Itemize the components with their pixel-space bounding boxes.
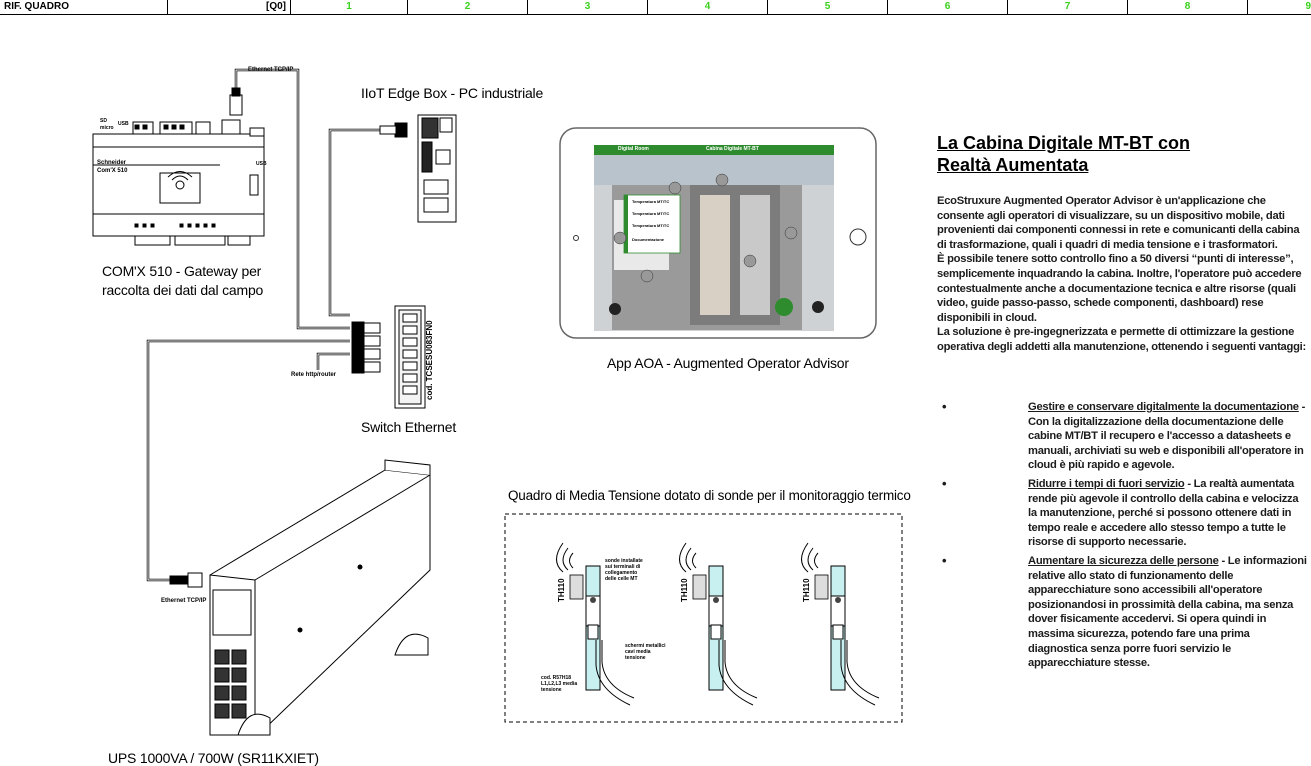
label-probe-tag-3: TH110: [802, 578, 811, 602]
advantages-list: • Gestire e conservare digitalmente la d…: [937, 399, 1309, 675]
bullet-body: - La realtà aumentata rende più agevole …: [1028, 477, 1299, 549]
header-ref: [Q0]: [168, 0, 291, 14]
label-comx-sd: SD: [100, 118, 107, 124]
caption-ups: UPS 1000VA / 700W (SR11KXIET): [108, 750, 319, 766]
bullet-body: - Con la digitalizzazione della document…: [1028, 401, 1306, 472]
title-block-header: RIF. QUADRO [Q0] 1 2 3 4 5 6 7 8 9: [0, 0, 1311, 15]
label-comx-usb: USB: [118, 121, 129, 127]
label-probe-tag-2: TH110: [680, 578, 689, 602]
bullet-heading: Ridurre i tempi di fuori servizio: [1028, 477, 1185, 490]
bullet-heading: Aumentare la sicurezza delle persone: [1028, 554, 1219, 567]
bullet-dot: •: [942, 552, 947, 568]
header-col-4: 4: [648, 0, 768, 14]
label-comx-model: Com'X 510: [97, 168, 128, 174]
tablet-drawing: [559, 127, 877, 339]
mv-panel-drawing: [504, 513, 903, 723]
tablet-menu-item-3[interactable]: Temperatura MT/TC: [632, 223, 670, 228]
caption-comx-2: raccolta dei dati dal campo: [102, 282, 264, 298]
tablet-bar-title: Cabina Digitale MT-BT: [706, 146, 759, 152]
bullet-dot: •: [942, 475, 947, 491]
header-col-9: 9: [1305, 1, 1311, 12]
header-col-2: 2: [408, 0, 528, 14]
tablet-bar-sub: Digital Room: [618, 146, 649, 152]
header-col-7: 7: [1008, 0, 1128, 14]
caption-app: App AOA - Augmented Operator Advisor: [607, 355, 849, 371]
header-col-1: 1: [291, 0, 408, 14]
bullet-heading: Gestire e conservare digitalmente la doc…: [1028, 401, 1299, 413]
header-col-5: 5: [768, 0, 888, 14]
label-ethernet-top: Ethernet TCP/IP: [248, 67, 294, 73]
header-label: RIF. QUADRO: [0, 0, 168, 14]
paragraph-1: EcoStruxure Augmented Operator Advisor è…: [937, 195, 1300, 251]
header-col-6: 6: [888, 0, 1008, 14]
bullet-dot: •: [942, 399, 947, 414]
header-col-8: 8: [1128, 0, 1248, 14]
label-probe-note3: schermi metallici cavi media tensione: [625, 643, 666, 661]
list-item: • Gestire e conservare digitalmente la d…: [937, 399, 1309, 473]
label-comx-usb2: USB: [256, 161, 267, 167]
label-rete: Rete http/router: [291, 372, 336, 378]
bullet-body: - Le informazioni relative allo stato di…: [1028, 554, 1307, 670]
header-col-3: 3: [528, 0, 648, 14]
network-diagram: [92, 68, 903, 736]
caption-switch: Switch Ethernet: [361, 419, 457, 435]
label-probe-note1: sonde installate sui terminali di colleg…: [605, 558, 643, 582]
tablet-menu-item-4[interactable]: Documentazione: [632, 237, 665, 242]
list-item: • Aumentare la sicurezza delle persone -…: [937, 552, 1309, 671]
caption-mv: Quadro di Media Tensione dotato di sonde…: [508, 488, 911, 503]
label-comx-brand: Schneider: [97, 160, 127, 166]
iiot-edge-box-drawing: [379, 114, 457, 223]
label-ethernet-bottom: Ethernet TCP/IP: [161, 598, 207, 604]
tablet-menu-item-2[interactable]: Temperatura MT/TC: [632, 211, 670, 216]
label-switch-code: cod. TCSESU083FN0: [425, 320, 434, 400]
ups-drawing: [169, 459, 431, 736]
description-text: EcoStruxure Augmented Operator Advisor è…: [937, 194, 1309, 355]
tablet-menu-item-1[interactable]: Temperatura MT/TC: [632, 199, 670, 204]
list-item: • Ridurre i tempi di fuori servizio - La…: [937, 475, 1309, 550]
label-comx-micro: micro: [100, 125, 114, 131]
ethernet-switch-drawing: [351, 305, 426, 409]
paragraph-2: È possibile tenere sotto controllo fino …: [937, 253, 1302, 324]
page-title: La Cabina Digitale MT-BT con Realtà Aume…: [937, 133, 1191, 175]
label-probe-tag-1: TH110: [557, 578, 566, 602]
paragraph-3: La soluzione è pre-ingegnerizzata e perm…: [937, 326, 1307, 353]
label-probe-note2: cod. R57H18 L1,L2,L3 media tensione: [541, 675, 578, 693]
caption-comx-1: COM'X 510 - Gateway per: [102, 263, 262, 279]
caption-iiot: IIoT Edge Box - PC industriale: [361, 85, 544, 101]
comx-gateway-drawing: [92, 87, 265, 246]
